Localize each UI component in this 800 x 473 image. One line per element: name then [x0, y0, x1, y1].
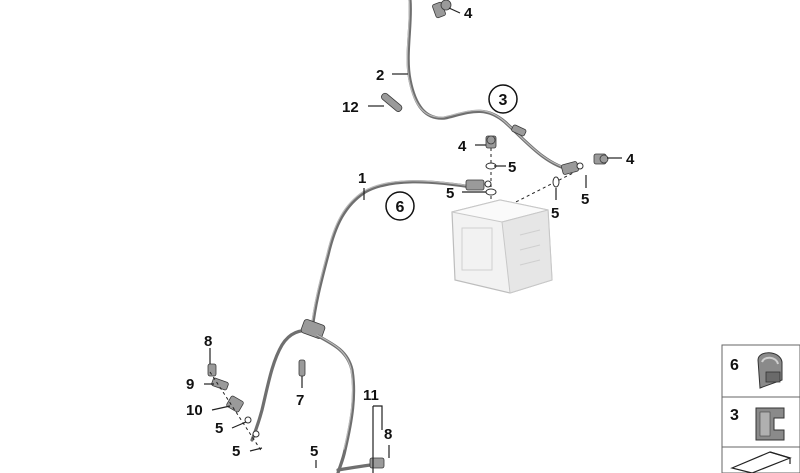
callout-4-center: 4	[458, 138, 467, 155]
callout-3: 3	[499, 92, 508, 109]
legend-box-6: 6	[721, 344, 800, 398]
arrow-icon	[730, 451, 792, 473]
legend-box-arrow	[721, 446, 800, 473]
callout-1: 1	[358, 170, 366, 187]
legend-label-3: 3	[730, 407, 739, 424]
callout-4-top: 4	[464, 5, 473, 22]
washer-right	[552, 176, 560, 188]
lower-right-fitting	[369, 457, 385, 469]
callout-2: 2	[376, 67, 384, 84]
brake-hose-2	[406, 0, 574, 172]
leader-lines	[204, 7, 622, 473]
callout-5-left-b: 5	[232, 443, 240, 460]
callout-8-left: 8	[204, 333, 212, 350]
hose-2-top-fitting	[432, 0, 452, 19]
callout-7: 7	[296, 392, 304, 409]
callout-5-abs-right: 5	[551, 205, 559, 222]
hose-clip-3	[511, 124, 527, 137]
callout-5-bottom: 5	[310, 443, 318, 460]
callout-8-right: 8	[384, 426, 392, 443]
callout-12: 12	[342, 99, 359, 116]
part-12-sleeve	[381, 92, 403, 112]
clip-icon-6	[757, 352, 783, 389]
callout-9: 9	[186, 376, 194, 393]
abs-control-unit	[451, 199, 553, 294]
callout-6: 6	[396, 199, 405, 216]
brake-hose-1-branch	[316, 334, 356, 473]
callout-10: 10	[186, 402, 203, 419]
callout-11: 11	[363, 387, 379, 404]
callout-5-far-right: 5	[581, 191, 589, 208]
callout-4-right: 4	[626, 151, 635, 168]
hose-1-abs-fitting	[465, 179, 492, 191]
clip-icon-3	[755, 407, 785, 441]
hose-2-abs-fitting	[561, 161, 584, 175]
left-fitting-stack	[207, 363, 263, 453]
callout-5-center-left: 5	[446, 185, 454, 202]
legend-label-6: 6	[730, 357, 739, 374]
callout-3-circle: 3	[488, 84, 518, 114]
callout-5-left-a: 5	[215, 420, 223, 437]
legend-box-3: 3	[721, 396, 800, 448]
banjo-bolt-right	[593, 153, 609, 165]
callout-5-center-top: 5	[508, 159, 516, 176]
hose-junction-clip	[300, 319, 326, 339]
callout-6-circle: 6	[385, 191, 415, 221]
